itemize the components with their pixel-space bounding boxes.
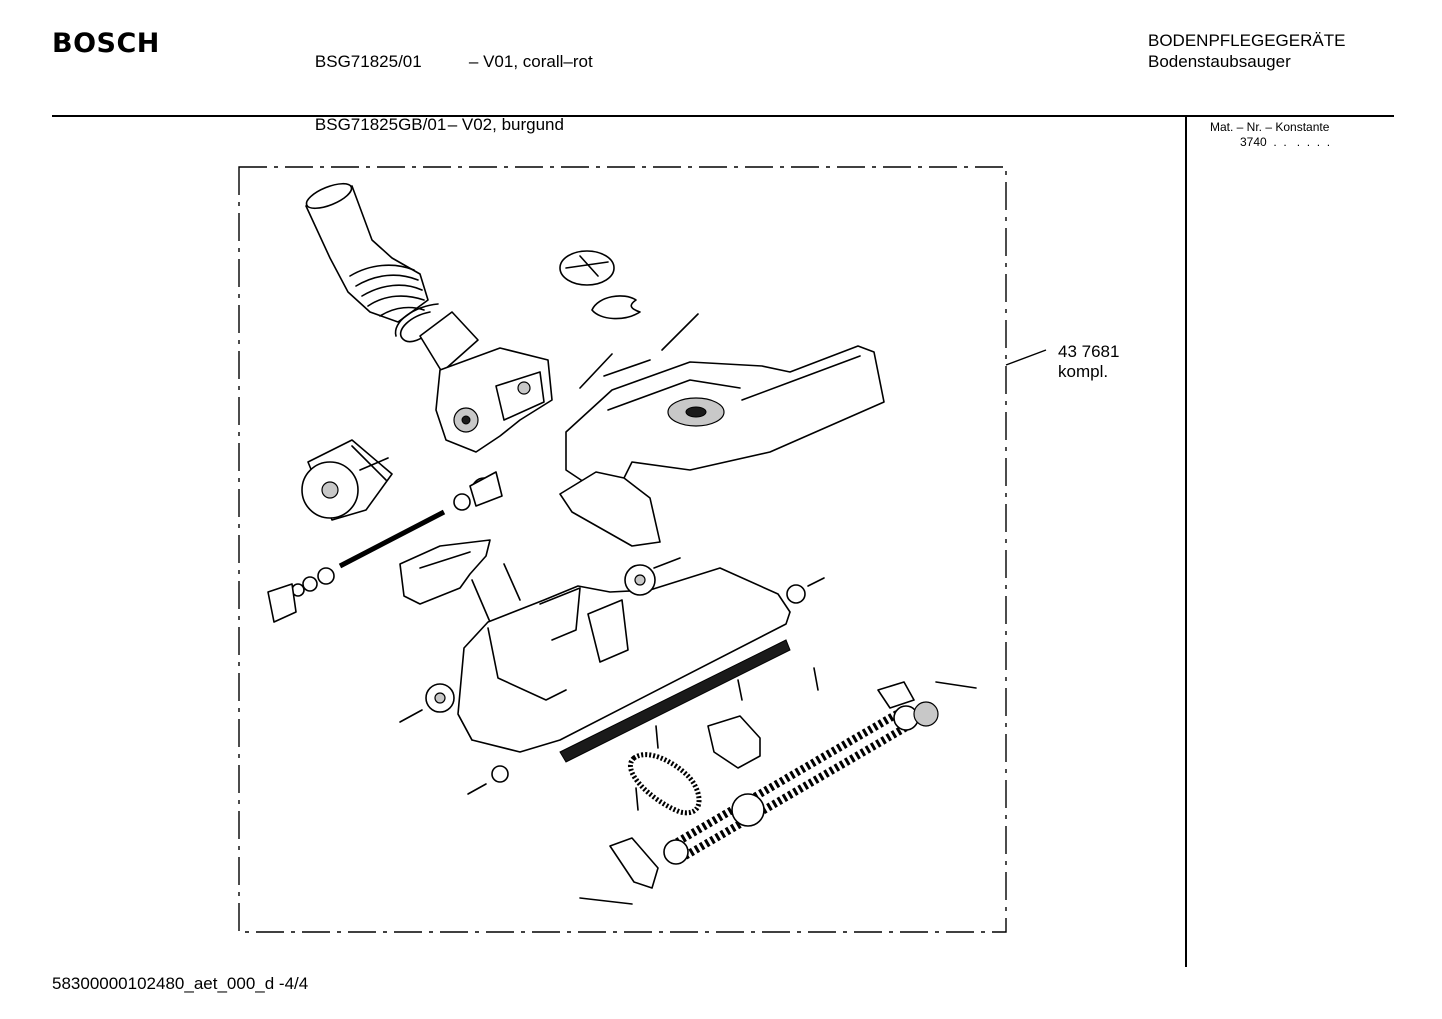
- sidebar-divider: [1185, 115, 1187, 967]
- material-number-block: Mat. – Nr. – Konstante 3740 . . . . . .: [1210, 120, 1330, 150]
- header-divider: [52, 115, 1394, 117]
- end-cap-part: [707, 715, 761, 769]
- hose-connector-part: [305, 182, 429, 323]
- callout-leader: [1005, 349, 1047, 366]
- category-title: BODENPFLEGEGERÄTE: [1148, 31, 1346, 50]
- sealing-strip-part: [559, 639, 791, 763]
- assembly-callout: 43 7681 kompl.: [1058, 342, 1119, 382]
- axle-pin: [471, 579, 491, 623]
- brand-logo: BOSCH: [52, 28, 160, 59]
- document-id: 58300000102480_aet_000_d -4/4: [52, 974, 309, 993]
- lower-housing-part: [457, 557, 791, 753]
- model-code: BSG71825/01: [314, 52, 422, 71]
- drive-drum-part: [301, 439, 393, 521]
- swivel-joint-part: [419, 311, 553, 453]
- model-row: BSG71825GB/01 – V02, burgund: [296, 93, 593, 156]
- category-subtitle: Bodenstaubsauger: [1148, 52, 1291, 71]
- model-variant: – V01, corall–rot: [468, 52, 593, 71]
- model-code: BSG71825GB/01: [314, 115, 447, 134]
- callout-part-number: 43 7681: [1058, 342, 1120, 361]
- upper-housing-part: [559, 345, 885, 547]
- end-holder-part: [609, 837, 659, 889]
- drive-belt-part: [628, 752, 702, 816]
- brush-roller-part: [663, 681, 977, 865]
- rotary-knob-part: [559, 250, 641, 320]
- material-number-value: 3740 . . . . . .: [1240, 135, 1331, 149]
- product-category: BODENPFLEGEGERÄTE Bodenstaubsauger: [1148, 30, 1345, 72]
- model-variant: – V02, burgund: [447, 115, 564, 134]
- model-list: BSG71825/01 – V01, corall–rot BSG71825GB/…: [296, 30, 593, 156]
- screw-part: [635, 667, 819, 811]
- material-number-label: Mat. – Nr. – Konstante: [1210, 120, 1330, 134]
- cover-plate-part: [399, 539, 491, 605]
- drive-shaft-part: [267, 471, 503, 623]
- model-row: BSG71825/01 – V01, corall–rot: [296, 30, 593, 93]
- callout-note: kompl.: [1058, 362, 1109, 381]
- spring-rod: [579, 353, 613, 389]
- assembly-frame: [238, 166, 1007, 933]
